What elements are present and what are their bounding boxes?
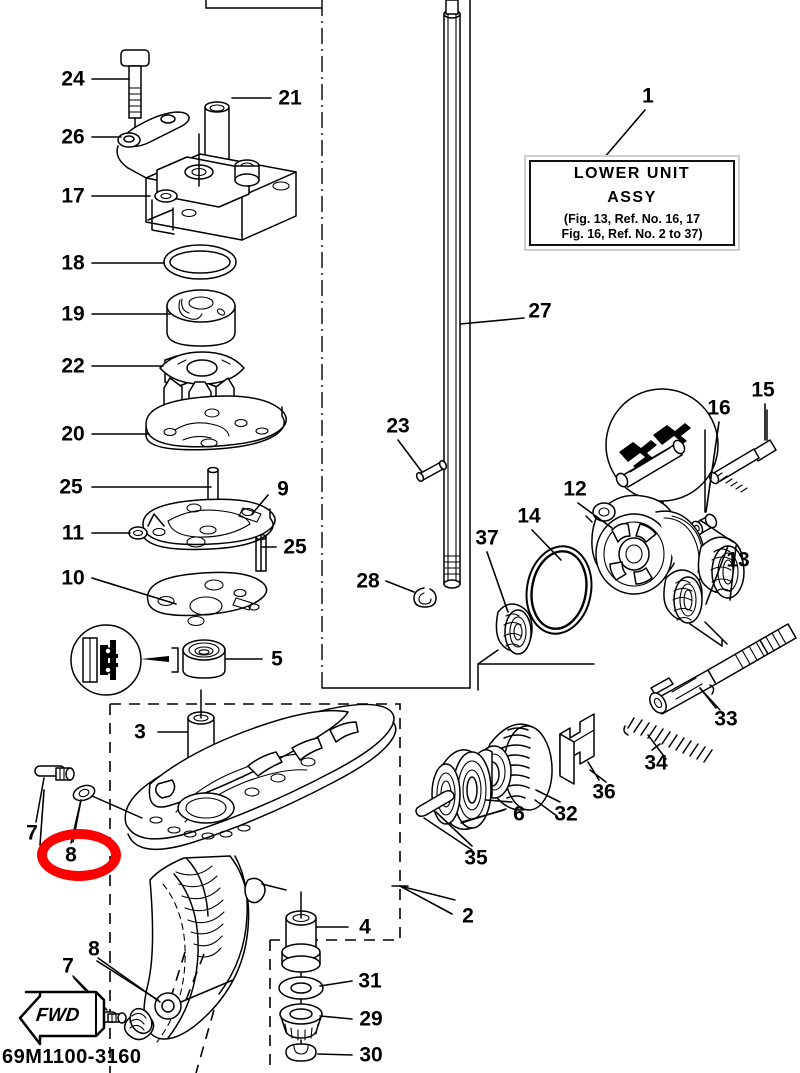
callout-number-3: 3 (134, 720, 146, 744)
part-30-cotter-pin (285, 1043, 317, 1062)
callout-number-32: 32 (554, 802, 578, 826)
part-29-castle-nut (279, 1003, 323, 1049)
part-23-pin (415, 460, 448, 482)
callout-number-10: 10 (61, 566, 85, 590)
callout-number-9: 9 (277, 477, 289, 501)
assy-ref-line2: Fig. 16, Ref. No. 2 to 37) (561, 226, 703, 241)
callout-number-5: 5 (271, 647, 283, 671)
callout-number-30: 30 (359, 1043, 383, 1067)
callout-number-25: 25 (283, 535, 307, 559)
callout-number-24: 24 (61, 67, 85, 91)
callout-number-25: 25 (59, 475, 83, 499)
part-13-bearings (663, 519, 745, 647)
callout-number-18: 18 (61, 251, 85, 275)
section-divider (205, 0, 471, 689)
part-11-o-ring-small (128, 526, 148, 540)
callout-number-15: 15 (751, 378, 775, 402)
detail-bubble-shift (605, 388, 719, 575)
part-18-o-ring (163, 244, 237, 280)
drawing-number: 69M1100-3160 (2, 1046, 142, 1068)
callout-number-27: 27 (528, 299, 552, 323)
callout-number-6: 6 (513, 802, 525, 826)
callout-number-12: 12 (563, 477, 587, 501)
part-27-drive-shaft (443, 0, 461, 589)
callout-number-31: 31 (358, 969, 382, 993)
part-24-bolt (120, 49, 150, 133)
callout-number-1: 1 (642, 84, 654, 108)
callout-number-22: 22 (61, 354, 85, 378)
callout-number-28: 28 (356, 569, 380, 593)
part-4-bushing (281, 891, 321, 989)
part-5-bearing (182, 639, 226, 679)
callout-number-21: 21 (278, 86, 302, 110)
part-33-propeller-shaft (649, 623, 797, 715)
part-34-spring (623, 684, 715, 763)
part-35-cross-pin (415, 789, 473, 851)
callout-number-2: 2 (462, 904, 474, 928)
part-7-bolt-upper (34, 765, 75, 823)
part-20-pump-base-plate (145, 395, 287, 451)
callout-number-19: 19 (61, 302, 85, 326)
callout-number-7: 7 (62, 954, 74, 978)
part-12-bearing-housing (585, 494, 705, 595)
callout-number-11: 11 (61, 521, 85, 545)
fwd-arrow-icon (18, 990, 106, 1046)
part-10-gasket-plate (146, 571, 268, 627)
assy-title-line1: LOWER UNIT (573, 164, 691, 182)
callout-number-34: 34 (644, 751, 668, 775)
part-16-washer (690, 429, 718, 536)
part-17-pump-housing (145, 133, 297, 241)
part-6-ball-bearing (431, 749, 507, 830)
lower-unit-assy-box-inner: LOWER UNIT ASSY (Fig. 13, Ref. No. 16, 1… (529, 160, 735, 246)
leader-lines (39, 78, 766, 1056)
part-25-dowel-pin-upper (207, 466, 219, 525)
part-7-8-lower-group (72, 951, 234, 1073)
callout-number-23: 23 (386, 414, 410, 438)
fwd-arrow-label: FWD (34, 1005, 81, 1026)
callout-number-26: 26 (61, 125, 85, 149)
part-14-o-ring-medium (525, 545, 593, 635)
callout-number-35: 35 (464, 846, 488, 870)
callout-number-33: 33 (714, 707, 738, 731)
part-28-clip-ring (413, 587, 437, 608)
callout-number-8: 8 (65, 843, 77, 867)
part-31-washer (278, 976, 324, 1012)
callout-number-36: 36 (592, 780, 616, 804)
part-9-pump-base (142, 498, 276, 551)
part-37-oil-seal (477, 603, 595, 691)
assy-title-line2: ASSY (607, 188, 657, 206)
callout-number-4: 4 (359, 915, 371, 939)
callout-number-8: 8 (88, 937, 100, 961)
part-36-shift-dog (559, 713, 607, 785)
callout-number-13: 13 (726, 548, 750, 572)
detail-bubble-bearing (70, 624, 179, 696)
callout-number-7: 7 (26, 821, 38, 845)
part-2-lower-casing (124, 703, 397, 1043)
part-15-bolt (708, 409, 777, 493)
assy-ref-line1: (Fig. 13, Ref. No. 16, 17 (563, 211, 701, 226)
callout-number-14: 14 (517, 504, 541, 528)
lower-unit-assy-box: LOWER UNIT ASSY (Fig. 13, Ref. No. 16, 1… (524, 155, 740, 251)
callout-number-17: 17 (61, 184, 85, 208)
callout-number-20: 20 (61, 422, 85, 446)
callout-number-37: 37 (475, 526, 499, 550)
callout-number-29: 29 (359, 1007, 383, 1031)
callout-number-16: 16 (707, 396, 731, 420)
part-19-impeller-cup (166, 289, 236, 347)
